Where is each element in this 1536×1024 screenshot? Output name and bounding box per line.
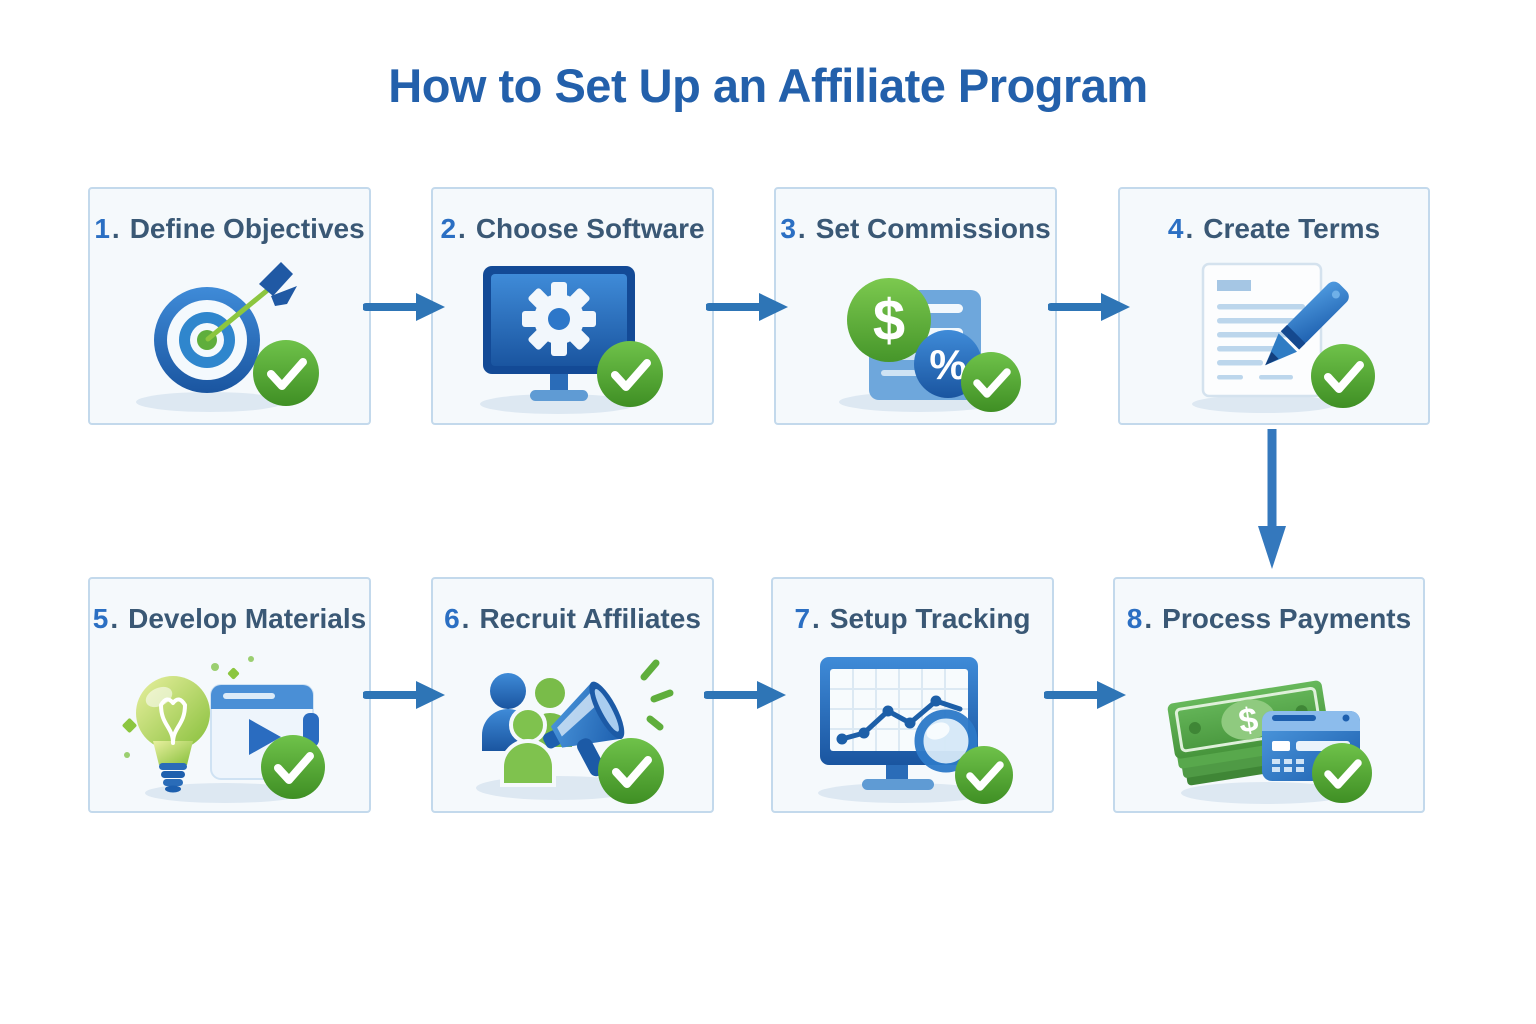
step-label: Choose Software — [475, 213, 705, 244]
step-label: Setup Tracking — [829, 603, 1031, 634]
step-separator: . — [461, 603, 470, 634]
checkmark-badge — [252, 340, 319, 406]
monitor-gear-icon — [433, 251, 712, 419]
step-number: 8 — [1126, 603, 1143, 634]
step-card-5: 5. Develop Materials — [88, 577, 371, 813]
checkmark-badge — [1311, 344, 1375, 408]
step-card-7: 7. Setup Tracking — [771, 577, 1054, 813]
step-card-8: 8. Process Payments $ — [1113, 577, 1425, 813]
document-pen-icon — [1120, 251, 1428, 419]
step-7-title: 7. Setup Tracking — [773, 603, 1052, 635]
dollar-percent-icon: $ % — [776, 251, 1055, 419]
target-arrow-icon — [90, 251, 369, 419]
step-number: 1 — [94, 213, 110, 244]
arrow-right-icon — [706, 293, 788, 321]
step-separator: . — [812, 603, 820, 634]
step-card-1: 1. Define Objectives — [88, 187, 371, 425]
checkmark-badge — [1312, 743, 1372, 803]
arrow-right-icon — [363, 681, 445, 709]
step-number: 5 — [92, 603, 109, 634]
checkmark-badge — [954, 746, 1013, 804]
percent-symbol: % — [929, 341, 966, 388]
chart-magnifier-icon — [773, 641, 1052, 807]
step-3-title: 3. Set Commissions — [776, 213, 1055, 245]
step-number: 7 — [794, 603, 811, 634]
step-5-title: 5. Develop Materials — [90, 603, 369, 635]
arrow-right-icon — [363, 293, 445, 321]
step-separator: . — [111, 213, 120, 244]
dollar-symbol: $ — [872, 288, 904, 353]
arrow-down-icon — [1258, 429, 1286, 569]
lightbulb-media-icon — [90, 641, 369, 807]
step-2-title: 2. Choose Software — [433, 213, 712, 245]
step-separator: . — [797, 213, 806, 244]
step-separator: . — [1144, 603, 1153, 634]
step-number: 3 — [780, 213, 796, 244]
step-label: Create Terms — [1203, 213, 1381, 244]
page-title: How to Set Up an Affiliate Program — [388, 59, 1148, 112]
step-number: 6 — [444, 603, 460, 634]
arrow-right-icon — [1044, 681, 1126, 709]
checkmark-badge — [597, 738, 664, 804]
checkmark-badge — [260, 735, 325, 799]
step-separator: . — [1185, 213, 1194, 244]
step-card-2: 2. Choose Software — [431, 187, 714, 425]
step-6-title: 6. Recruit Affiliates — [433, 603, 712, 635]
step-label: Define Objectives — [129, 213, 365, 244]
step-card-3: 3. Set Commissions $ % — [774, 187, 1057, 425]
step-label: Develop Materials — [128, 603, 367, 634]
step-1-title: 1. Define Objectives — [90, 213, 369, 245]
step-card-4: 4. Create Terms — [1118, 187, 1430, 425]
checkmark-badge — [596, 341, 663, 407]
arrow-right-icon — [704, 681, 786, 709]
step-label: Recruit Affiliates — [479, 603, 701, 634]
step-separator: . — [458, 213, 466, 244]
checkmark-badge — [960, 352, 1021, 412]
step-separator: . — [110, 603, 119, 634]
step-label: Set Commissions — [815, 213, 1051, 244]
step-number: 4 — [1167, 213, 1184, 244]
cash-card-icon: $ — [1115, 641, 1423, 807]
arrow-right-icon — [1048, 293, 1130, 321]
step-8-title: 8. Process Payments — [1115, 603, 1423, 635]
step-label: Process Payments — [1162, 603, 1412, 634]
step-card-6: 6. Recruit Affiliates — [431, 577, 714, 813]
step-4-title: 4. Create Terms — [1120, 213, 1428, 245]
people-megaphone-icon — [433, 641, 712, 807]
step-number: 2 — [440, 213, 457, 244]
